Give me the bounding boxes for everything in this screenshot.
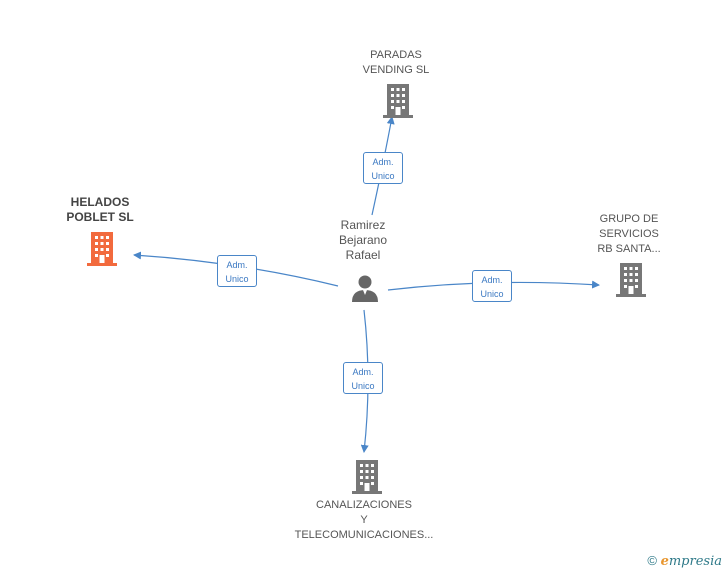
person-name[interactable]: Ramirez Bejarano Rafael	[338, 218, 388, 262]
company-label-canalizaciones[interactable]: CANALIZACIONES Y TELECOMUNICACIONES...	[294, 499, 434, 541]
company-label-paradas[interactable]: PARADAS VENDING SL	[362, 49, 430, 76]
building-icon[interactable]	[87, 232, 117, 266]
brand-logo-e: e	[660, 554, 669, 569]
relation-badge-canalizaciones[interactable]: Adm. Unico	[343, 362, 383, 394]
person-icon[interactable]	[350, 273, 380, 303]
brand-footer[interactable]: © empresia	[647, 553, 722, 569]
relation-badge-grupo[interactable]: Adm. Unico	[472, 270, 512, 302]
brand-logo-text: mpresia	[668, 554, 722, 569]
copyright-symbol: ©	[647, 553, 657, 568]
company-label-helados[interactable]: HELADOS POBLET SL	[66, 195, 134, 224]
building-icon[interactable]	[352, 460, 382, 494]
company-label-grupo[interactable]: GRUPO DE SERVICIOS RB SANTA...	[597, 213, 661, 255]
relation-badge-helados[interactable]: Adm. Unico	[217, 255, 257, 287]
relation-badge-paradas[interactable]: Adm. Unico	[363, 152, 403, 184]
building-icon[interactable]	[616, 263, 646, 297]
building-icon[interactable]	[383, 84, 413, 118]
